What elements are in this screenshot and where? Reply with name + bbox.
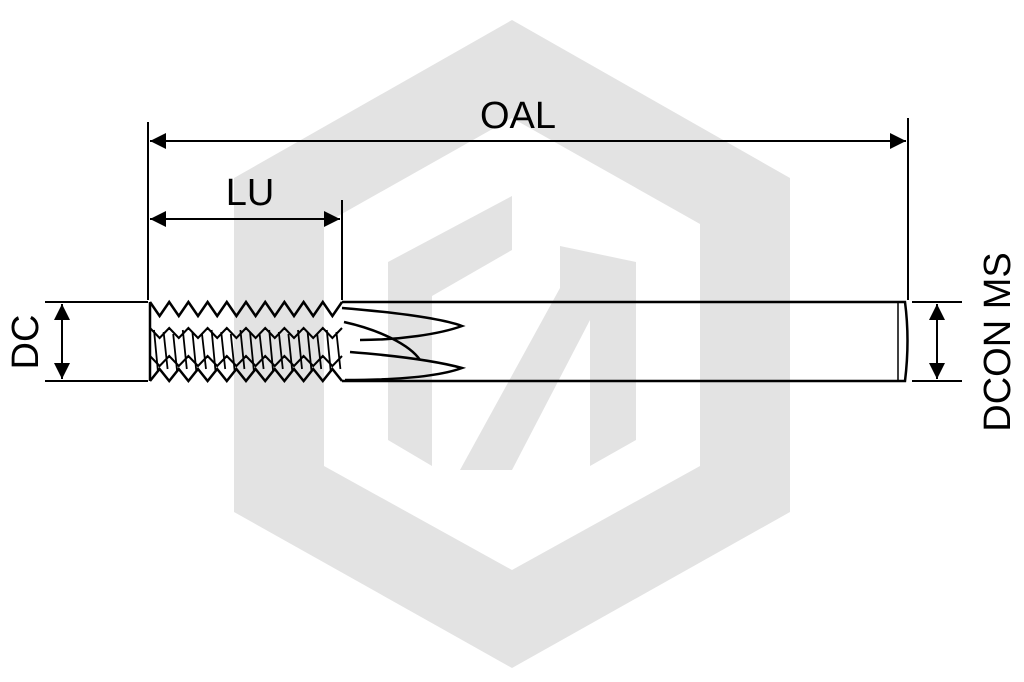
thread-hatch-line	[172, 333, 179, 373]
watermark-inner-right	[460, 246, 636, 470]
thread-hatch-line	[287, 333, 294, 373]
thread-hatch-line	[297, 329, 303, 370]
dc-label: DC	[5, 315, 47, 370]
watermark-inner-left	[388, 196, 512, 466]
tap-tool	[148, 299, 909, 384]
watermark-hexagon	[234, 20, 790, 668]
dcon-label: DCON MS	[977, 252, 1019, 431]
thread-hatch-line	[249, 331, 255, 373]
thread-hatch-line	[335, 331, 342, 370]
thread-top-profile	[148, 299, 344, 319]
thread-hatch-line	[325, 329, 332, 373]
thread-bottom-profile	[149, 366, 343, 384]
thread-hatch-line	[153, 329, 159, 373]
dcon-dimension	[912, 301, 962, 382]
thread-hatch-line	[220, 331, 227, 370]
thread-hatch-line	[201, 333, 207, 370]
thread-hatch-line	[181, 329, 188, 370]
lu-dimension	[150, 200, 343, 300]
oal-dimension	[147, 118, 909, 300]
lu-label: LU	[226, 172, 275, 214]
dc-dimension	[45, 301, 148, 382]
thread-mid-profile-1	[149, 326, 343, 340]
thread-hatch-line	[229, 333, 236, 373]
thread-hatch-line	[306, 331, 313, 373]
thread-hatching	[153, 329, 342, 373]
hexagon-logo-icon	[234, 20, 790, 668]
thread-hatch-line	[277, 331, 284, 370]
thread-hatch-line	[268, 329, 275, 373]
shank-outline	[342, 300, 909, 383]
thread-hatch-line	[191, 331, 198, 373]
thread-hatch-line	[162, 331, 169, 370]
thread-hatch-line	[258, 333, 265, 370]
flute-curve-2	[343, 320, 422, 361]
thread-hatch-line	[210, 329, 217, 373]
flute-curve-3	[344, 350, 467, 382]
flute-curve-1	[341, 306, 466, 342]
oal-label: OAL	[480, 95, 556, 137]
thread-hatch-line	[239, 329, 246, 370]
thread-hatch-line	[316, 333, 323, 370]
